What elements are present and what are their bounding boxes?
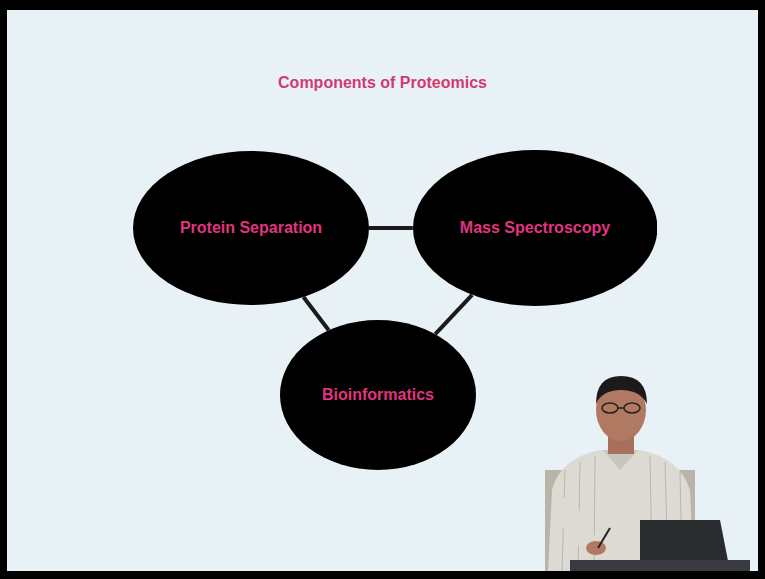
- pen: [598, 528, 610, 548]
- component-ellipse: Bioinformatics: [280, 320, 476, 470]
- hand: [586, 541, 606, 555]
- connector-line: [435, 295, 472, 334]
- glasses: [602, 403, 640, 413]
- hair: [596, 376, 647, 404]
- desk: [570, 560, 750, 571]
- component-label: Mass Spectroscopy: [460, 219, 610, 237]
- connector-line: [369, 226, 413, 230]
- connector-line: [303, 297, 328, 330]
- component-ellipse: Protein Separation: [133, 151, 369, 305]
- component-ellipse: Mass Spectroscopy: [413, 150, 657, 306]
- component-label: Protein Separation: [180, 219, 322, 237]
- component-label: Bioinformatics: [322, 386, 434, 404]
- slide-title: Components of Proteomics: [0, 74, 765, 92]
